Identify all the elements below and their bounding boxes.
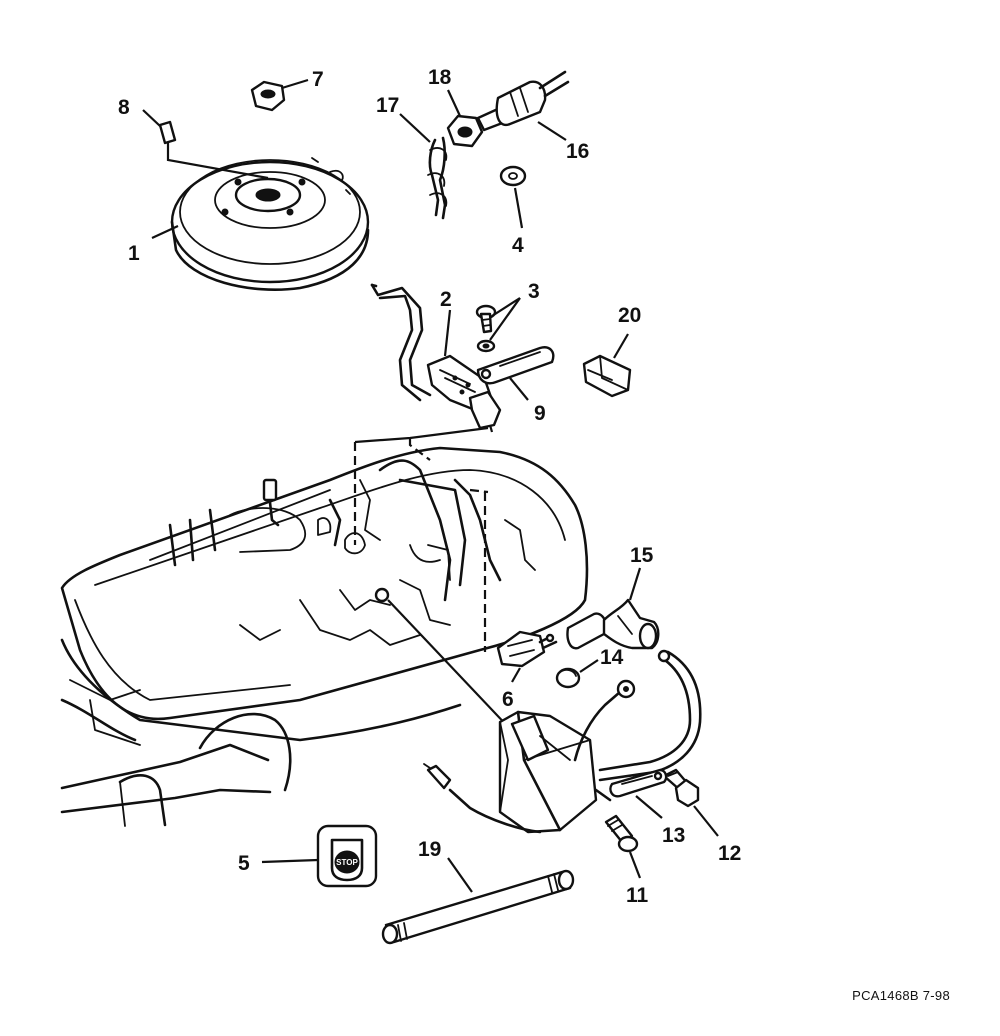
callout-12: 12 [718,842,741,865]
part-17-wire-clip [427,136,448,220]
callout-20: 20 [618,304,641,327]
callout-4: 4 [512,234,524,257]
callout-14: 14 [600,646,624,669]
ignition-coil-module [423,679,636,834]
part-6-switch [496,630,558,668]
callout-19: 19 [418,838,441,861]
part-15-elbow-hose [566,598,660,650]
callout-8: 8 [118,96,130,119]
callout-labels: 1 2 3 4 5 6 7 8 9 11 12 13 14 15 16 17 1… [118,66,741,907]
callout-leaders [142,78,719,893]
part-2-stator-assembly [370,283,502,433]
callout-13: 13 [662,824,685,847]
part-5-stop-button: STOP [316,824,378,888]
part-9-bracket [476,346,555,385]
part-19-tube [381,869,575,945]
part-1-flywheel [170,157,370,291]
callout-9: 9 [534,402,546,425]
part-20-rubber-cap [582,354,632,398]
part-12-bolt [662,768,700,808]
part-7-flywheel-nut [250,80,286,112]
callout-2: 2 [440,288,452,311]
hose-harness [598,649,702,782]
callout-11: 11 [626,884,649,907]
stop-label: STOP [336,858,358,867]
callout-3: 3 [528,280,540,303]
part-14-grommet [555,667,581,689]
figure-code: PCA1468B 7-98 [852,988,950,1003]
callout-15: 15 [630,544,654,567]
callout-17: 17 [376,94,399,117]
part-18-nut [446,114,484,148]
callout-1: 1 [128,242,140,265]
callout-6: 6 [502,688,514,711]
callout-16: 16 [566,140,589,163]
part-16-wire-connector [476,70,570,132]
callout-18: 18 [428,66,452,89]
part-3-screw-and-washer [475,304,497,353]
part-4-washer [499,165,527,187]
part-8-flywheel-key [158,120,269,180]
callout-7: 7 [312,68,324,91]
part-11-screw [604,814,639,853]
part-13-clamp [609,768,668,798]
callout-5: 5 [238,852,250,875]
engine-block [60,446,589,827]
